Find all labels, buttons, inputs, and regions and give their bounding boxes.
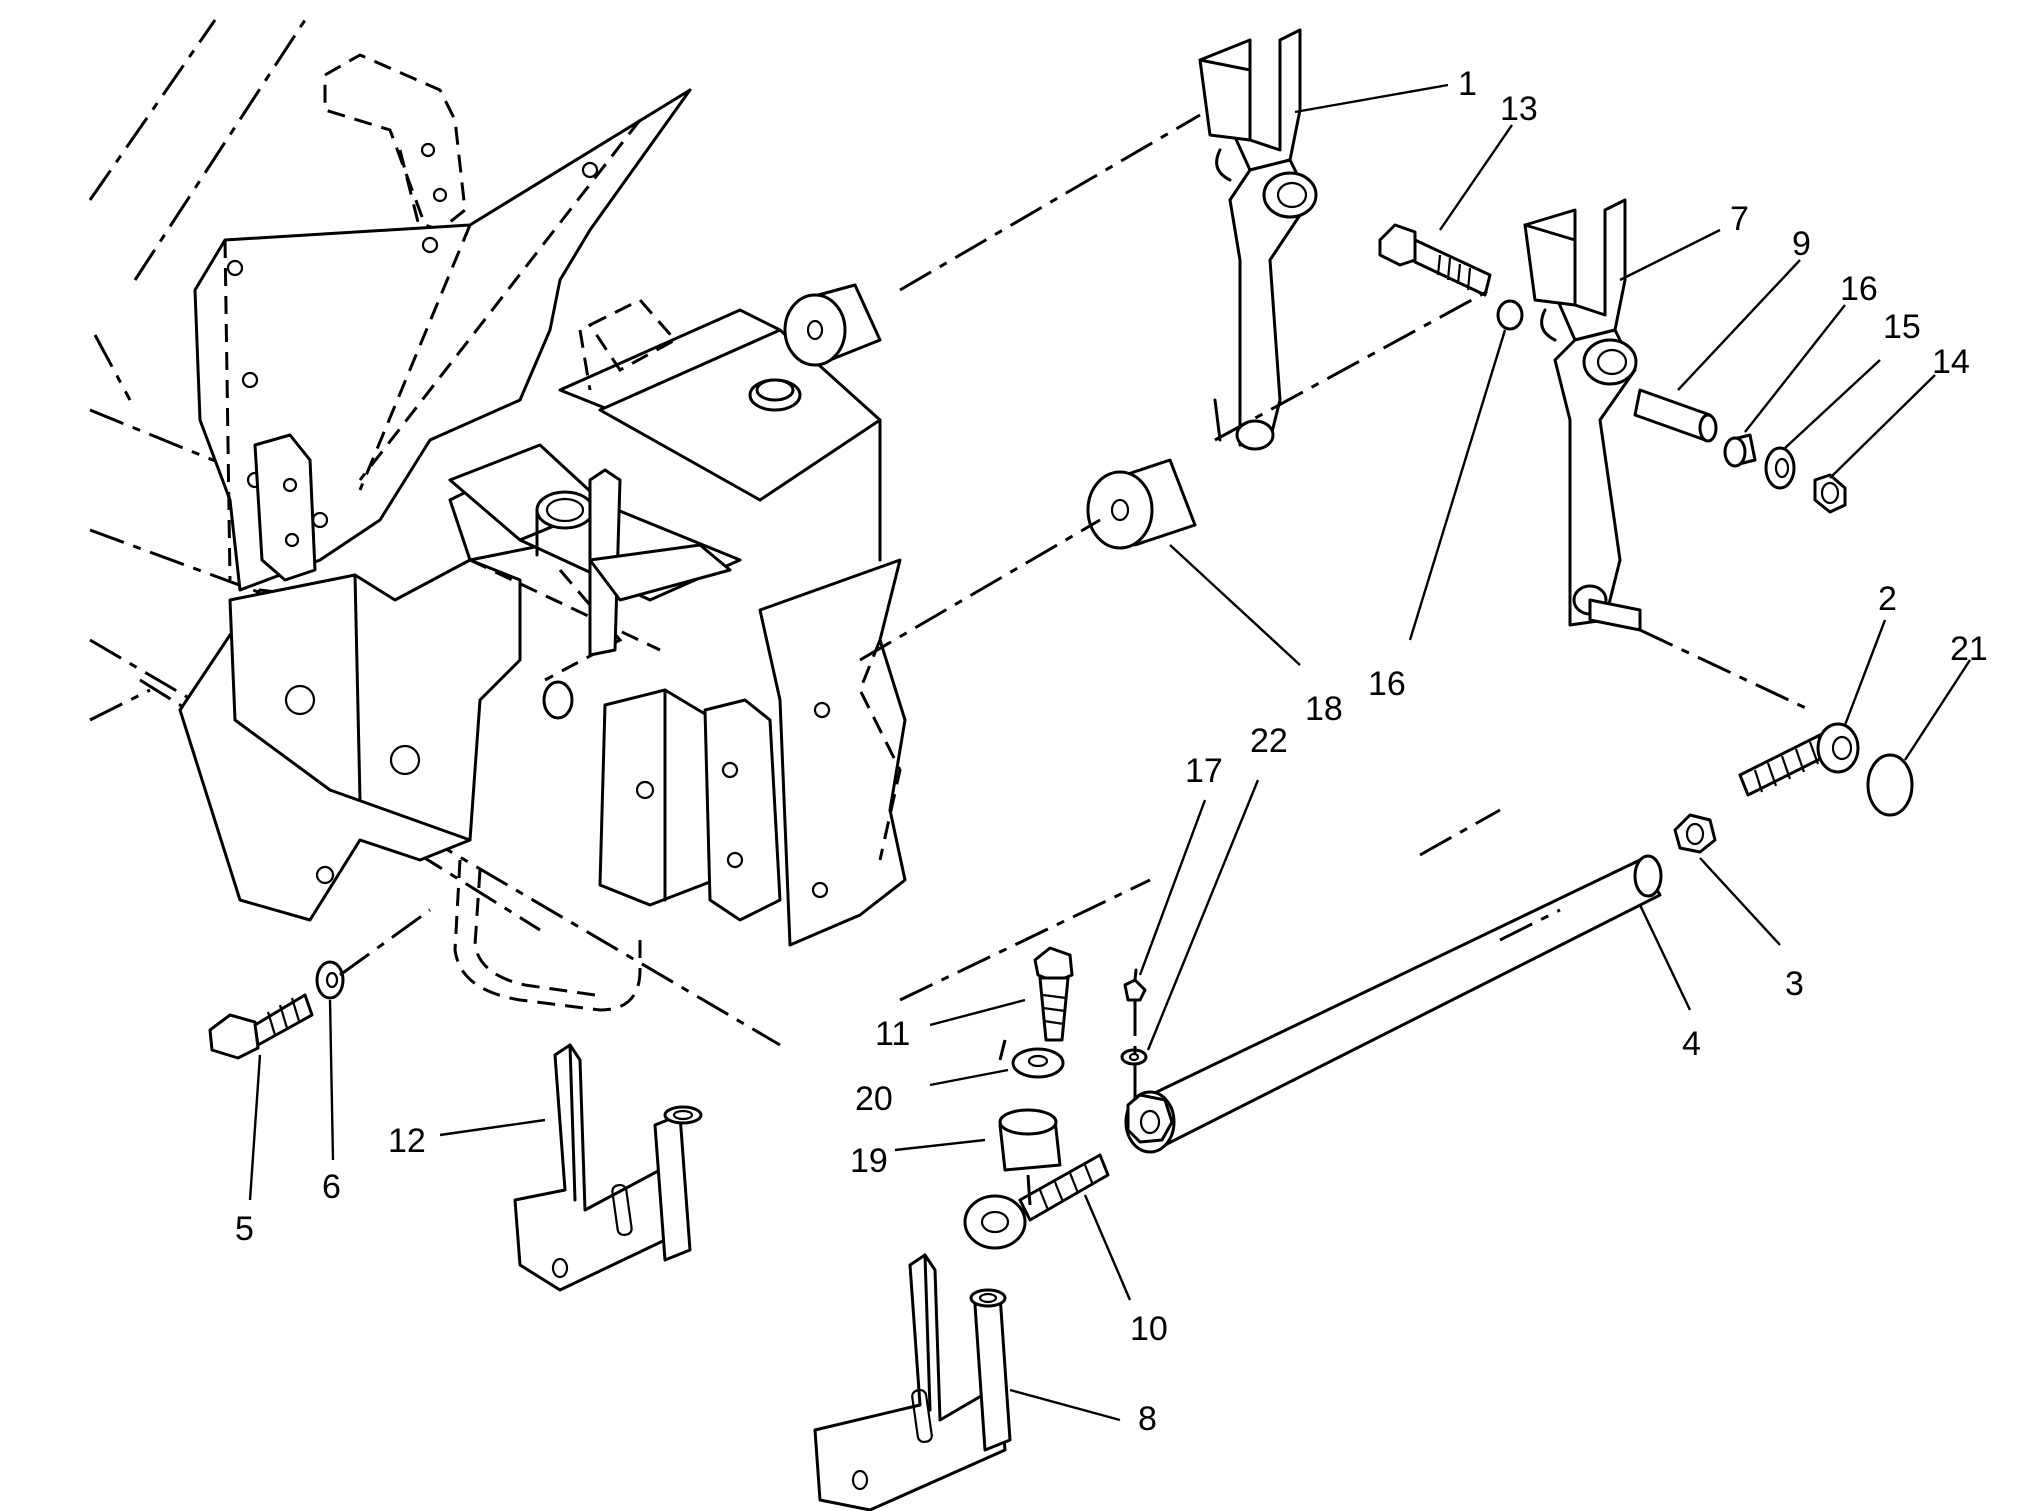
- callout-8: 8: [1138, 1400, 1157, 1438]
- pin-9: [1633, 388, 1718, 443]
- leader-lines: [248, 83, 1972, 1422]
- assembly-centerlines: [339, 113, 1811, 1206]
- grease-fitting-17: [1123, 968, 1147, 1002]
- pedal-arm-7: [1523, 198, 1642, 632]
- bushing-18-lower: [1086, 458, 1197, 550]
- washer-20: [1011, 1047, 1065, 1079]
- nut-14: [1813, 473, 1847, 514]
- callout-16: 16: [1840, 270, 1878, 308]
- bushing-18-upper: [783, 283, 882, 367]
- washer-6: [315, 960, 345, 1000]
- pedal-bracket-12: [513, 1043, 703, 1292]
- callout-17: 17: [1185, 752, 1223, 790]
- callout-21: 21: [1950, 630, 1988, 668]
- callout-15: 15: [1883, 308, 1921, 346]
- clip-21: [1866, 753, 1914, 817]
- callout-1: 1: [1458, 65, 1477, 103]
- callout-7: 7: [1730, 200, 1749, 238]
- washer-15: [1764, 446, 1796, 490]
- pedal-bracket-8: [813, 1253, 1012, 1511]
- spacer-19: [998, 1108, 1062, 1172]
- callout-16: 16: [1368, 665, 1406, 703]
- pedal-arm-1: [1198, 28, 1318, 451]
- callout-12: 12: [388, 1122, 426, 1160]
- callout-22: 22: [1250, 722, 1288, 760]
- callout-5: 5: [235, 1210, 254, 1248]
- spacer-16-lower: [1723, 433, 1757, 468]
- callout-14: 14: [1932, 343, 1970, 381]
- callout-4: 4: [1682, 1025, 1701, 1063]
- spacer-16-upper: [1496, 299, 1524, 331]
- callout-18: 18: [1305, 690, 1343, 728]
- callout-6: 6: [322, 1168, 341, 1206]
- callout-13: 13: [1500, 90, 1538, 128]
- jam-nut-3: [1673, 813, 1717, 854]
- callout-11: 11: [875, 1015, 910, 1053]
- bolt-11: [1033, 946, 1074, 1042]
- rod-end-10: [963, 1153, 1110, 1250]
- callout-10: 10: [1130, 1310, 1168, 1348]
- callout-20: 20: [855, 1080, 893, 1118]
- rod-end-2: [1738, 722, 1860, 797]
- bolt-13: [1378, 223, 1492, 297]
- callout-labels: 1 13 7 9 16 15 14 2 21 18 16 17 22 3 4 1…: [235, 65, 1988, 1438]
- bolt-5: [208, 993, 314, 1060]
- frame-assembly: [88, 19, 907, 1047]
- callout-2: 2: [1878, 580, 1897, 618]
- callout-19: 19: [850, 1142, 888, 1180]
- tube-4: [1124, 854, 1663, 1154]
- callout-9: 9: [1792, 225, 1811, 263]
- callout-3: 3: [1785, 965, 1804, 1003]
